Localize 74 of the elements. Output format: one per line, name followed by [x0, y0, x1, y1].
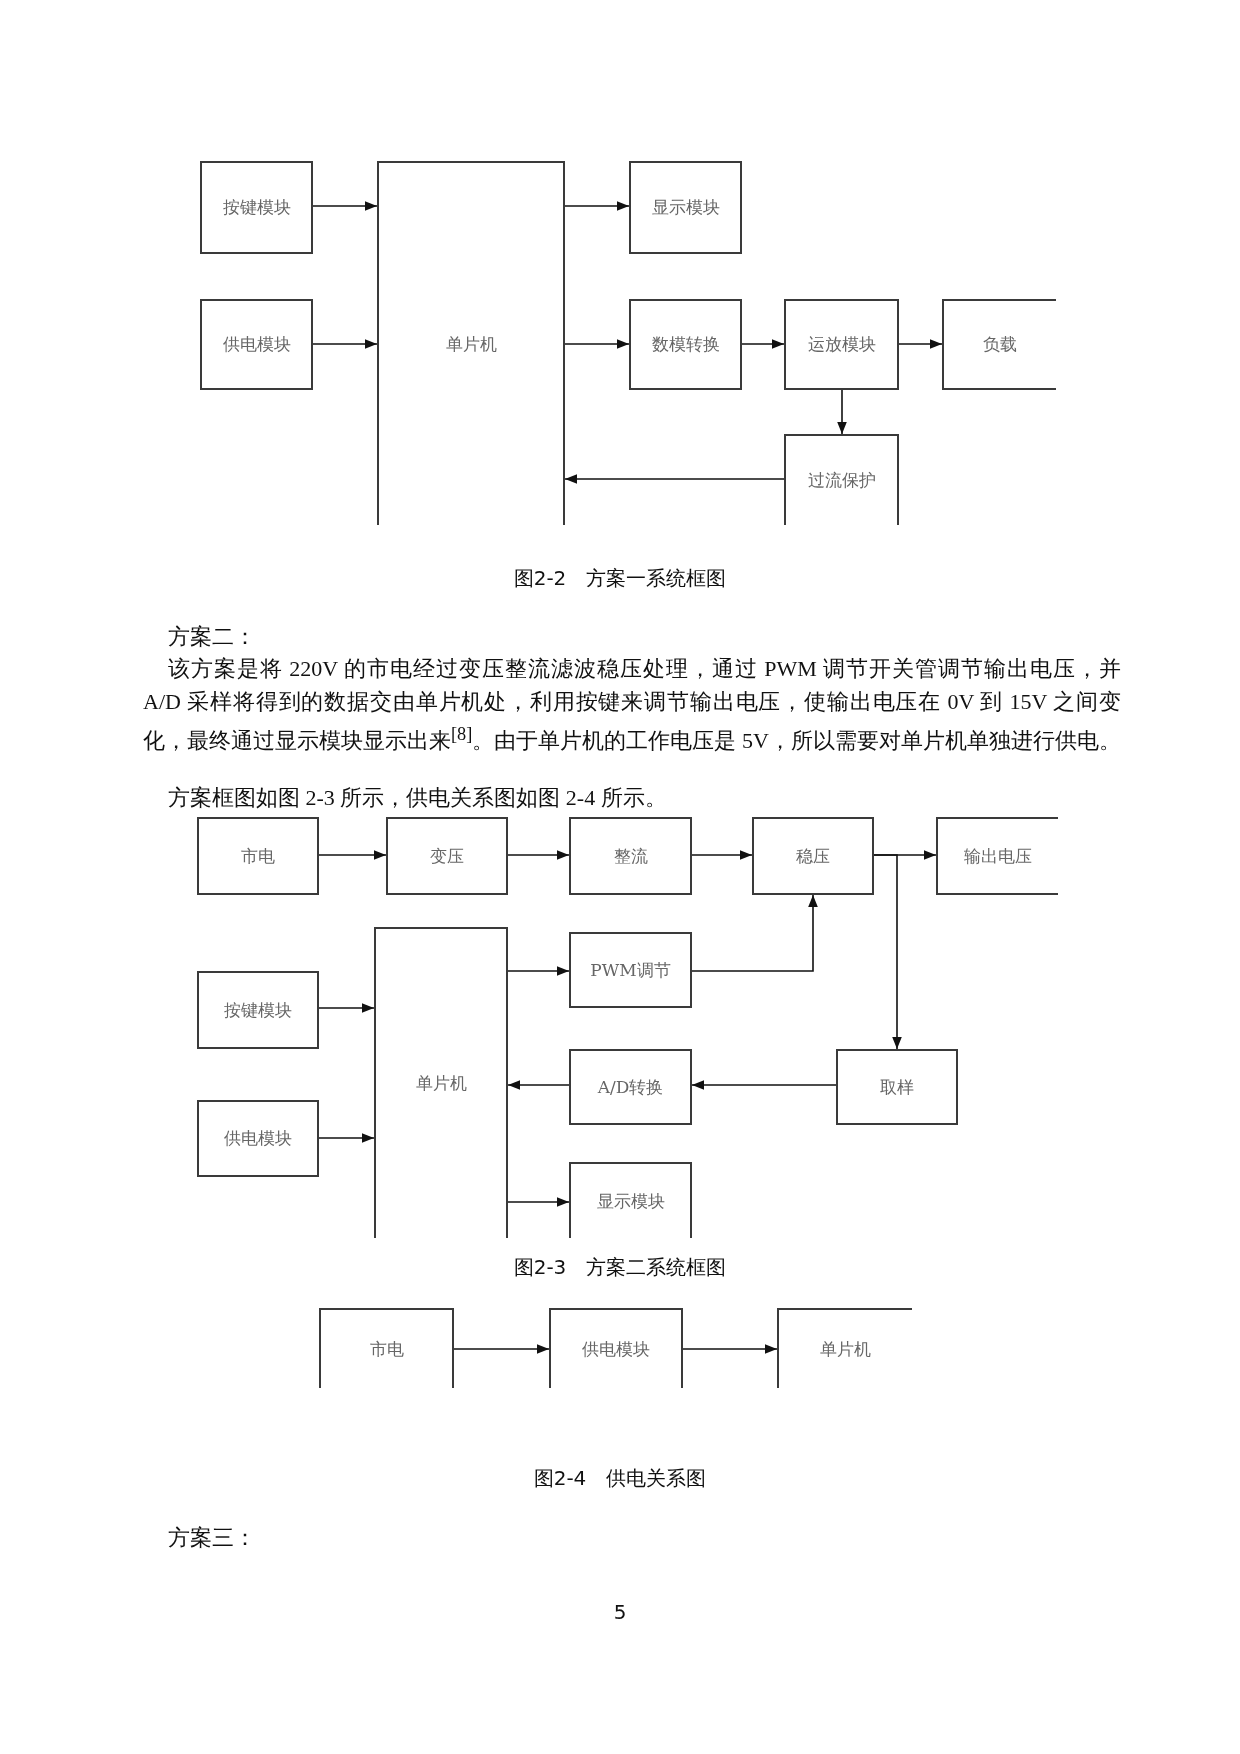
box-label: 过流保护: [807, 469, 876, 492]
box-label: 输出电压: [964, 844, 1032, 868]
body-text: 方案三：: [168, 1524, 257, 1552]
arrow: [682, 1344, 778, 1354]
process-box: [197, 817, 319, 895]
box-label: 变压: [430, 844, 464, 868]
box-label: 供电模块: [222, 333, 291, 356]
box-label: 供电模块: [582, 1337, 650, 1361]
arrow: [564, 201, 630, 211]
figure-caption: 图2-4 供电关系图: [533, 1465, 707, 1492]
arrow: [691, 1080, 837, 1090]
arrow: [507, 1197, 570, 1207]
box-label: 单片机: [820, 1337, 871, 1361]
process-box: [569, 1162, 692, 1238]
box-label: 运放模块: [807, 333, 876, 356]
process-box: [377, 161, 565, 525]
paragraph: 该方案是将 220V 的市电经过变压整流滤波稳压处理，通过 PWM 调节开关管调节输出电压，并 A/D 采样将得到的数据交由单片机处，利用按键来调节输出电压，使输出电压在 0V 到 15V 之间变化，最终通过显示模块显示出来$^{[8]}$。由于单片机的工作电压是 5V，所以需要对单片机单独进行供电。: [143, 655, 1121, 756]
process-box: [319, 1308, 454, 1388]
arrow: [741, 339, 785, 349]
arrow: [312, 339, 378, 349]
arrow: [507, 966, 570, 976]
process-box: [200, 161, 313, 254]
body-text: 方案二：: [168, 623, 257, 651]
process-box: [374, 927, 508, 1238]
box-label: 供电模块: [224, 1127, 292, 1150]
process-box: [569, 932, 692, 1008]
box-label: 整流: [613, 844, 648, 868]
figure-caption: 图2-2 方案一系统框图: [513, 565, 727, 592]
figure-caption: 5: [613, 1600, 627, 1624]
process-box: [569, 817, 692, 895]
process-box: [836, 1049, 958, 1125]
arrow: [312, 201, 378, 211]
arrow: [691, 894, 818, 972]
arrow: [318, 850, 387, 860]
arrow: [837, 389, 847, 435]
box-label: 显示模块: [596, 1189, 665, 1213]
box-label: 稳压: [796, 844, 830, 868]
box-label: 市电: [241, 844, 275, 868]
process-box: [569, 1049, 692, 1125]
box-label: 按键模块: [224, 998, 292, 1022]
box-label: A/D转换: [597, 1075, 664, 1099]
process-box: [942, 299, 1056, 390]
box-label: 单片机: [445, 332, 497, 356]
arrow: [691, 850, 753, 860]
box-label: 显示模块: [651, 196, 720, 219]
process-box: [784, 299, 899, 390]
process-box: [752, 817, 874, 895]
process-box: [200, 299, 313, 390]
arrow: [564, 474, 785, 484]
arrow: [318, 1003, 375, 1013]
box-label: 单片机: [415, 1072, 467, 1095]
box-label: PWM调节: [590, 958, 671, 982]
arrow: [898, 339, 943, 349]
arrow: [873, 854, 902, 1050]
process-box: [629, 299, 742, 390]
box-label: 按键模块: [222, 196, 291, 219]
box-label: 市电: [369, 1337, 404, 1361]
process-box: [936, 817, 1058, 895]
arrow: [564, 339, 630, 349]
box-label: 负载: [983, 333, 1017, 356]
arrow: [453, 1344, 550, 1354]
process-box: [549, 1308, 683, 1388]
box-label: 数模转换: [651, 333, 720, 356]
process-box: [386, 817, 508, 895]
process-box: [784, 434, 899, 525]
process-box: [629, 161, 742, 254]
process-box: [197, 1100, 319, 1177]
body-text: 方案框图如图 2-3 所示，供电关系图如图 2-4 所示。: [168, 784, 668, 812]
arrow: [507, 1080, 570, 1090]
box-label: 取样: [880, 1075, 914, 1099]
arrow: [507, 850, 570, 860]
figure-caption: 图2-3 方案二系统框图: [513, 1254, 727, 1281]
process-box: [197, 971, 319, 1049]
arrow: [318, 1133, 375, 1143]
